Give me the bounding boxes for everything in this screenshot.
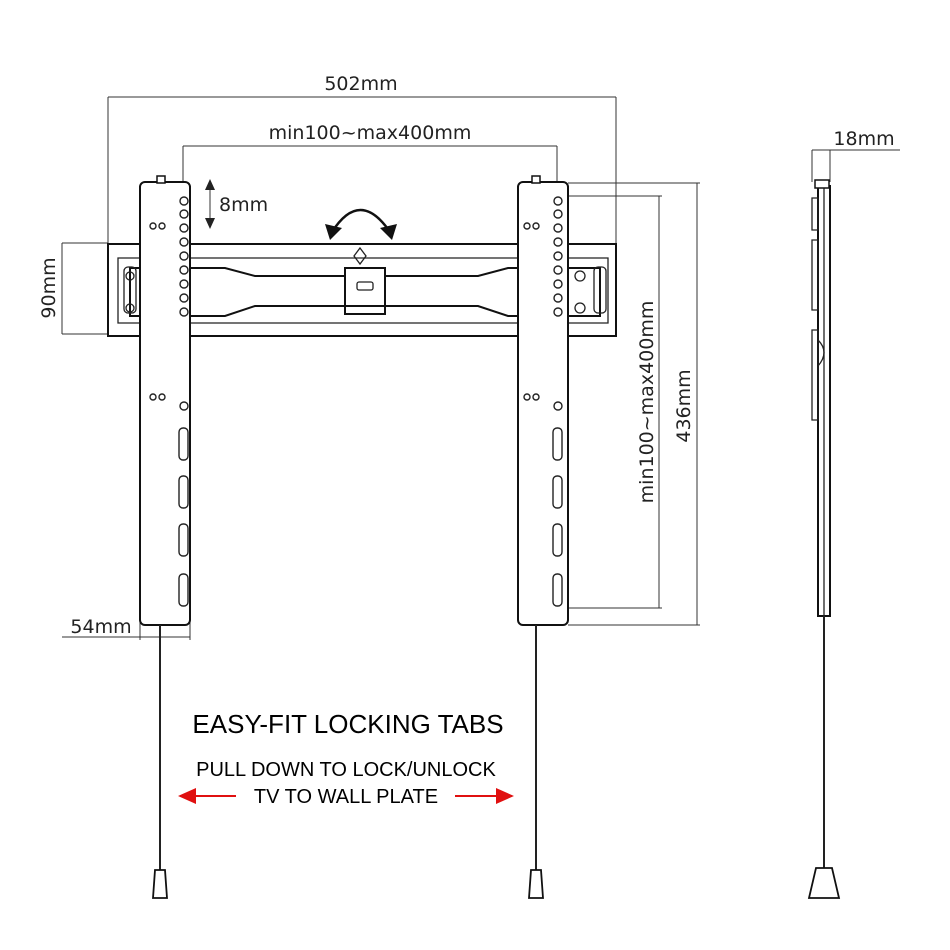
vesa-vertical-label: min100~max400mm [636, 301, 658, 504]
vesa-horizontal-label: min100~max400mm [269, 122, 472, 144]
side-view [807, 179, 841, 899]
plate-height-label: 90mm [38, 257, 60, 318]
overall-width-label: 502mm [324, 73, 397, 95]
overall-height-label: 436mm [673, 369, 695, 442]
tilt-offset-label: 8mm [219, 194, 268, 216]
tilt-arrow-icon [325, 208, 397, 240]
right-vertical-arm [517, 175, 569, 626]
dimension-lines [61, 96, 900, 640]
arm-width-label: 54mm [70, 616, 131, 638]
wall-plate [107, 243, 617, 337]
caption-line-1: PULL DOWN TO LOCK/UNLOCK [196, 759, 496, 781]
depth-label: 18mm [833, 128, 894, 150]
caption-title: EASY-FIT LOCKING TABS [192, 709, 503, 739]
left-locking-tab-cord [152, 625, 168, 899]
right-locking-tab-cord [528, 625, 544, 899]
caption-line-2: TV TO WALL PLATE [254, 786, 438, 808]
left-vertical-arm [139, 175, 191, 626]
